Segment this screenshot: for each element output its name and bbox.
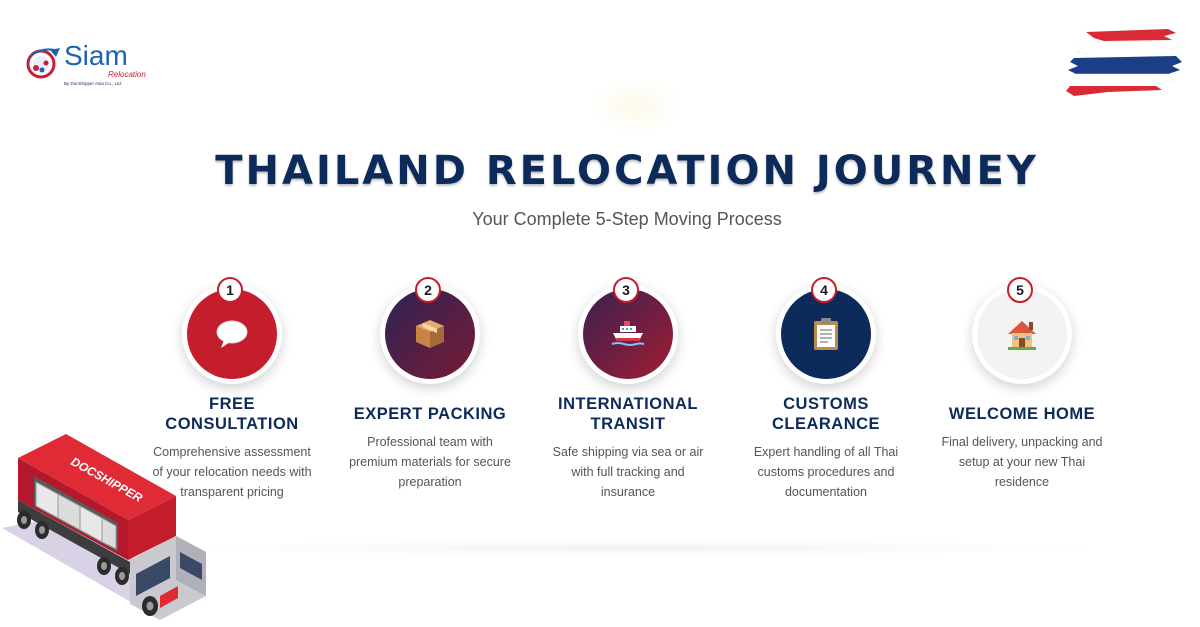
page-subtitle: Your Complete 5-Step Moving Process [472, 209, 782, 229]
step-description: premium materials for secure [349, 455, 511, 469]
step-description: Safe shipping via sea or air [552, 445, 704, 459]
step-circle [578, 284, 678, 384]
step-number-badge: 5 [1007, 277, 1033, 303]
step-title: WELCOME HOME [948, 405, 1096, 423]
clipboard-icon [814, 318, 838, 350]
step-circle [380, 284, 480, 384]
step-title: FREE [208, 395, 255, 413]
house-icon [1008, 321, 1036, 350]
step-circle [776, 284, 876, 384]
step-title: EXPERT PACKING [353, 405, 507, 423]
step-number-badge: 4 [811, 277, 837, 303]
speech-bubble-icon [216, 320, 248, 348]
logo-tagline: By DocShipper Asia Co., Ltd. [64, 81, 123, 86]
logo-wordmark: Siam [64, 40, 128, 71]
step-description: Final delivery, unpacking and [941, 435, 1103, 449]
step-description: of your relocation needs with [152, 465, 312, 479]
siam-relocation-logo[interactable]: Siam Relocation By DocShipper Asia Co., … [24, 40, 154, 90]
step-title: CLEARANCE [771, 415, 881, 433]
step-title: TRANSIT [590, 415, 666, 433]
step-description: transparent pricing [180, 485, 284, 499]
step-number-badge: 1 [217, 277, 243, 303]
step-circle [972, 284, 1072, 384]
step-description: preparation [398, 475, 462, 489]
step-description: customs procedures and [757, 465, 895, 479]
delivery-truck-icon: DOCSHIPPER [2, 434, 206, 620]
step-title: INTERNATIONAL [557, 395, 698, 413]
thailand-flag-icon [1066, 29, 1182, 96]
package-icon [416, 320, 444, 348]
step-description: documentation [784, 485, 867, 499]
step-description: residence [994, 475, 1050, 489]
step-description: setup at your new Thai [958, 455, 1086, 469]
step-description: Comprehensive assessment [153, 445, 311, 459]
step-number-badge: 3 [613, 277, 639, 303]
globe-logo-icon [26, 48, 60, 79]
step-title: CONSULTATION [165, 415, 299, 433]
step-description: Professional team with [367, 435, 493, 449]
step-number-badge: 2 [415, 277, 441, 303]
step-description: with full tracking and [571, 465, 685, 479]
step-description: insurance [600, 485, 656, 499]
title-glow [588, 78, 684, 134]
page-title: THAILAND RELOCATION JOURNEY [215, 148, 1039, 194]
step-description: Expert handling of all Thai [753, 445, 899, 459]
timeline-shadow [160, 540, 1110, 556]
step-title: CUSTOMS [783, 395, 869, 413]
ship-icon [611, 321, 645, 346]
logo-subtitle: Relocation [108, 70, 146, 79]
